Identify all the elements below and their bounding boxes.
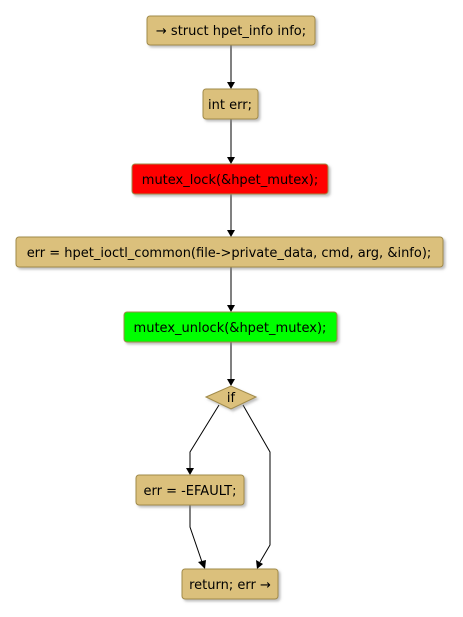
node-mutex-lock-label: mutex_lock(&hpet_mutex); <box>142 173 318 188</box>
arrowhead-unlock-to-if <box>227 379 235 386</box>
node-ioctl-call: err = hpet_ioctl_common(file->private_da… <box>15 236 444 268</box>
node-if-decision-label: if <box>227 391 236 406</box>
node-set-efault-label: err = -EFAULT; <box>144 484 237 499</box>
edge-efault-to-return <box>189 505 203 563</box>
node-if-decision: if <box>204 385 258 410</box>
node-if-decision-diamond <box>204 385 258 410</box>
arrowhead-ioctl-to-unlock <box>227 305 235 312</box>
arrowhead-lock-to-ioctl <box>227 230 235 237</box>
node-decl-err-label: int err; <box>208 98 252 113</box>
arrowhead-if-to-return <box>256 560 263 569</box>
node-mutex-unlock: mutex_unlock(&hpet_mutex); <box>123 311 338 343</box>
node-start-box <box>146 15 316 46</box>
node-return-err-box <box>181 568 279 600</box>
node-return-err: return; err → <box>181 568 279 600</box>
node-ioctl-call-label: err = hpet_ioctl_common(file->private_da… <box>27 246 432 261</box>
node-mutex-unlock-label: mutex_unlock(&hpet_mutex); <box>134 321 327 336</box>
arrowhead-start-to-decl <box>227 82 235 89</box>
node-mutex-lock-box <box>131 163 329 195</box>
node-start: → struct hpet_info info; <box>146 15 316 46</box>
arrowhead-efault-to-return <box>198 560 206 569</box>
node-ioctl-call-box <box>15 236 444 268</box>
edge-if-to-return <box>242 404 271 563</box>
node-mutex-lock: mutex_lock(&hpet_mutex); <box>131 163 329 195</box>
node-mutex-unlock-box <box>123 311 338 343</box>
arrowhead-if-to-efault <box>186 468 194 475</box>
edges <box>186 45 271 569</box>
node-return-err-label: return; err → <box>189 578 271 593</box>
node-decl-err: int err; <box>202 88 259 120</box>
arrowhead-decl-to-lock <box>227 157 235 164</box>
node-start-label: → struct hpet_info info; <box>156 24 306 39</box>
node-set-efault: err = -EFAULT; <box>135 474 245 506</box>
node-set-efault-box <box>135 474 245 506</box>
node-decl-err-box <box>202 88 259 120</box>
edge-if-to-efault <box>189 404 220 468</box>
